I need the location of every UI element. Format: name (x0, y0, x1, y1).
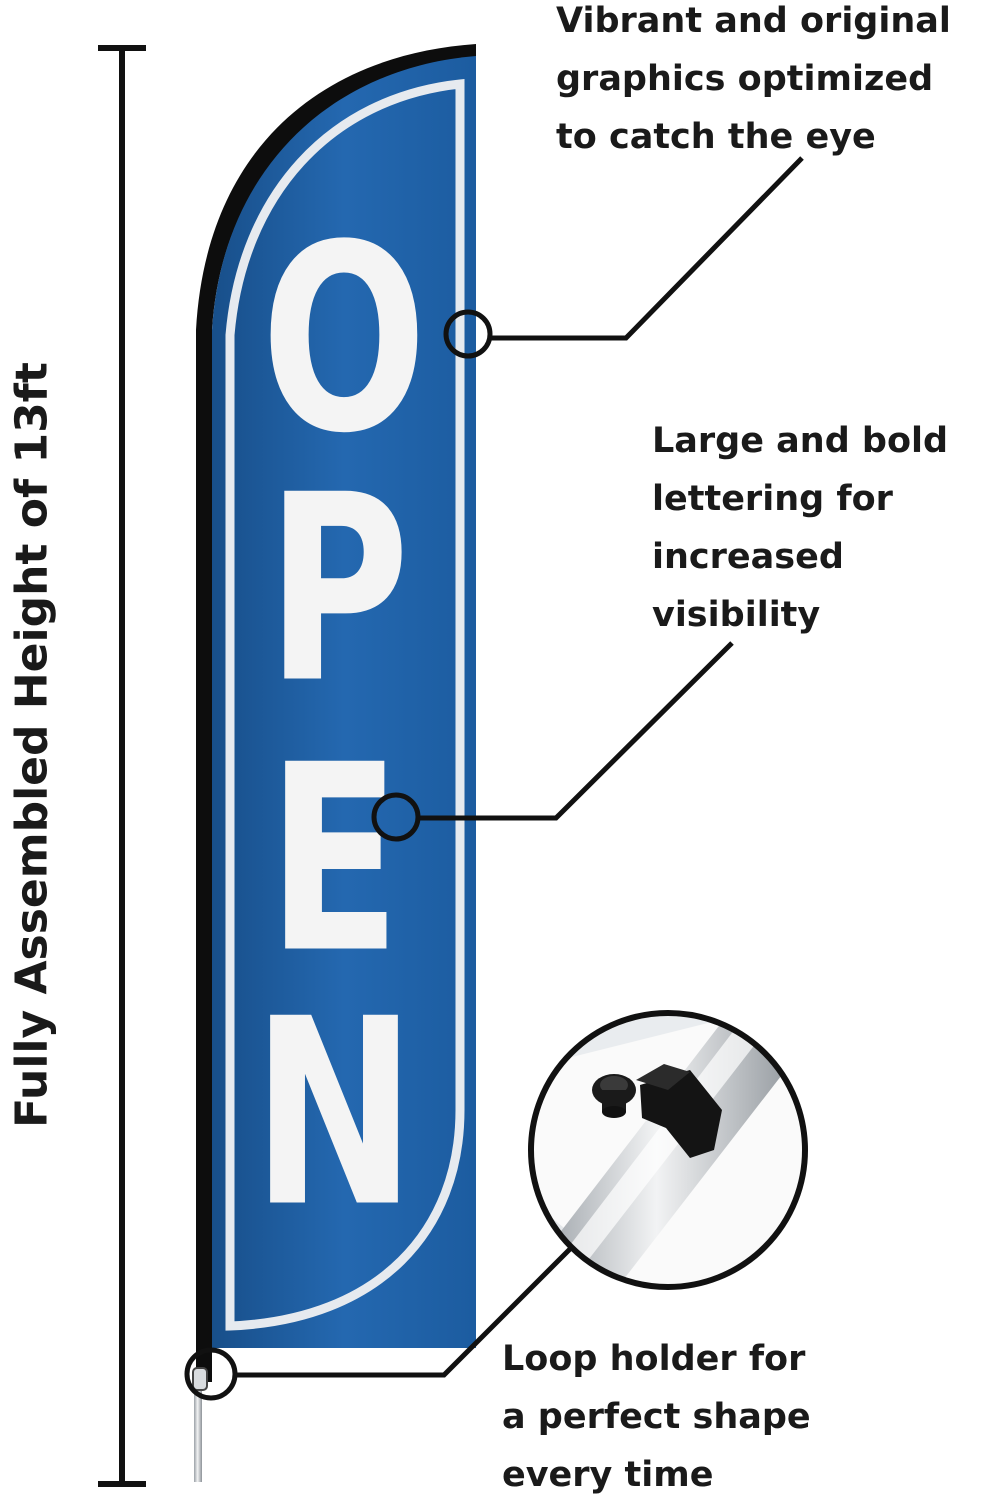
leader-lines (236, 156, 804, 1378)
callout-line: visibility (652, 595, 821, 635)
callout-line: every time (502, 1455, 714, 1495)
callout-line: Vibrant and original (556, 1, 951, 41)
callout-loop: Loop holder for a perfect shape every ti… (502, 1330, 811, 1504)
flag-letter-e: E (267, 710, 401, 1010)
loop-holder (192, 1367, 208, 1391)
flag-fabric (212, 56, 476, 1348)
callout-lettering: Large and bold lettering for increased v… (652, 412, 948, 644)
callout-line: increased (652, 537, 844, 577)
callout-line: Large and bold (652, 421, 949, 461)
marker-graphics (443, 309, 493, 359)
height-label: Fully Assembled Height of 13ft (6, 362, 58, 1128)
flag-letter-p: P (266, 440, 409, 740)
feather-flag (192, 44, 476, 1482)
marker-circles (184, 309, 493, 1401)
ground-spike (194, 1380, 202, 1482)
callout-line: to catch the eye (556, 117, 876, 157)
flag-letter-n: N (252, 964, 416, 1264)
flag-letter-o: O (261, 190, 427, 490)
callout-line: Loop holder for (502, 1339, 806, 1379)
callout-graphics: Vibrant and original graphics optimized … (556, 0, 951, 166)
leader-graphics (490, 156, 804, 341)
marker-loop (184, 1347, 238, 1401)
marker-lettering (371, 792, 421, 842)
flag-border (225, 78, 465, 1331)
height-dimension-bar (98, 45, 146, 1487)
callout-line: a perfect shape (502, 1397, 811, 1437)
leader-loop (236, 1243, 576, 1378)
flag-lettering: O P E N (252, 190, 427, 1264)
callout-line: lettering for (652, 479, 893, 519)
leader-lettering (418, 641, 734, 821)
loop-holder-zoom (528, 1010, 808, 1290)
callout-line: graphics optimized (556, 59, 934, 99)
